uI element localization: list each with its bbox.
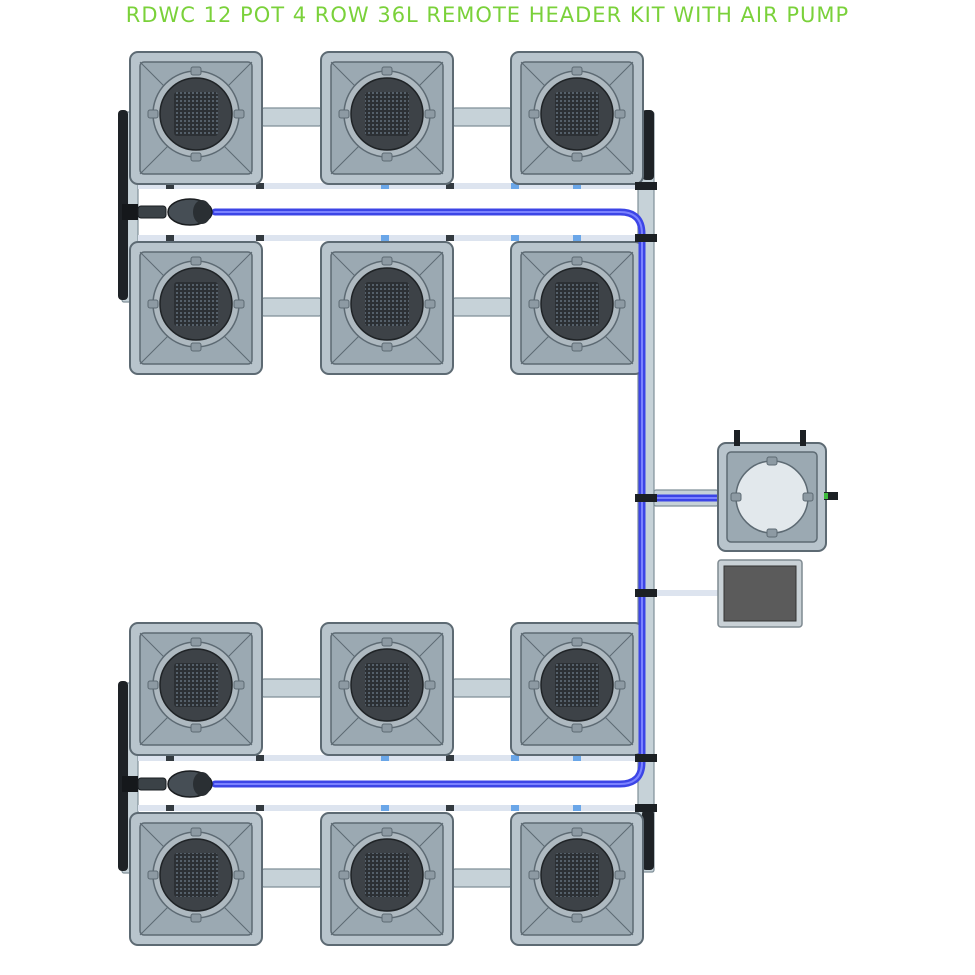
line-clip [166,755,174,761]
tee-fitting [635,494,657,502]
line-clip [166,805,174,811]
diagram-title: RDWC 12 POT 4 ROW 36L REMOTE HEADER KIT … [125,3,850,27]
row-connector-pipe [261,678,322,698]
row-connector-pipe [261,107,322,127]
line-clip [381,235,389,241]
line-clip [511,755,519,761]
line-clip [381,805,389,811]
pipe-network [118,107,719,888]
grow-pot-icon [129,51,263,185]
line-clip [381,755,389,761]
line-clip [573,235,581,241]
line-clip [446,755,454,761]
grow-pot-icon [129,622,263,756]
line-clip [446,235,454,241]
line-clip [573,183,581,189]
line-clip [511,183,519,189]
grow-pot-icon [510,51,644,185]
grow-pot-icon [510,812,644,946]
row-connector-pipe [452,297,512,317]
end-cap [642,810,654,870]
tee-fitting [635,234,657,242]
line-clip [446,183,454,189]
line-clip [446,805,454,811]
row-connector-pipe [261,868,322,888]
row-connector-pipe [261,297,322,317]
line-clip [166,235,174,241]
equipment [122,182,838,812]
row-connector-pipe [452,868,512,888]
row-connector-pipe [452,678,512,698]
line-clip [256,235,264,241]
grow-pot-icon [510,241,644,375]
air-stone-icon [122,770,213,798]
line-clip [166,183,174,189]
line-clip [573,755,581,761]
line-clip [511,805,519,811]
air-lines [211,208,722,788]
grow-pot-icon [320,622,454,756]
line-clip [256,805,264,811]
line-clip [573,805,581,811]
line-clip [256,183,264,189]
tee-fitting [635,804,657,812]
air-stone-icon [122,198,213,226]
grow-pot-icon [129,241,263,375]
grow-pot-icon [320,241,454,375]
drain-lines [138,183,718,811]
line-clip [256,755,264,761]
controller-box-icon [717,559,803,628]
grow-pot-icon [320,812,454,946]
line-clip [511,235,519,241]
tee-fitting [635,589,657,597]
end-cap [642,110,654,180]
grow-pot-icon [129,812,263,946]
grow-pot-icon [510,622,644,756]
pot-grid [129,51,644,946]
row-connector-pipe [452,107,512,127]
tee-fitting [635,754,657,762]
tee-fitting [635,182,657,190]
header-tank-icon [717,430,838,552]
grow-pot-icon [320,51,454,185]
line-clip [381,183,389,189]
